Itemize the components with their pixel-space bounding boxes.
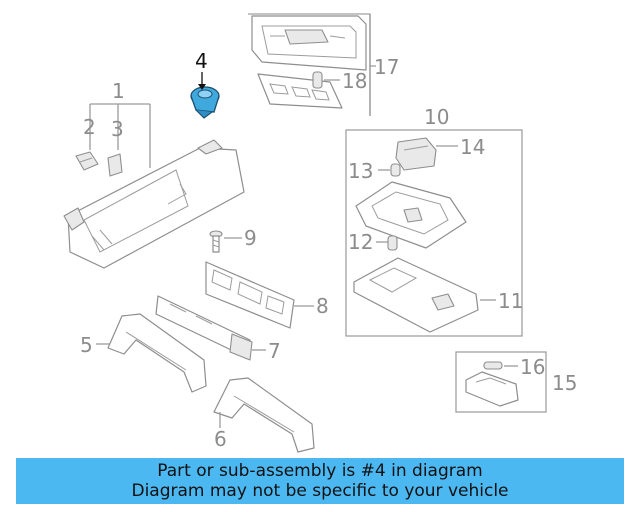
label-3: 3 xyxy=(111,117,124,141)
part-1-sun-visor xyxy=(63,139,245,269)
label-4: 4 xyxy=(195,49,208,73)
assembly-10-box xyxy=(345,129,523,337)
part-11-console-cover xyxy=(353,257,479,333)
part-14-switch xyxy=(395,137,437,171)
part-5-grab-handle xyxy=(107,313,207,393)
part-6-grab-handle xyxy=(213,377,315,453)
label-11: 11 xyxy=(498,289,523,313)
part-3-visor-cover xyxy=(107,153,123,177)
console-frame xyxy=(355,181,467,249)
label-8: 8 xyxy=(316,294,329,318)
part-18-bulb xyxy=(312,71,323,89)
banner-line-2: Diagram may not be specific to your vehi… xyxy=(131,481,509,501)
label-10: 10 xyxy=(424,105,449,129)
label-13: 13 xyxy=(348,159,373,183)
part-12-bulb xyxy=(387,235,398,251)
label-5: 5 xyxy=(80,333,93,357)
part-7-mount-rail xyxy=(155,295,253,361)
label-7: 7 xyxy=(268,339,281,363)
part-2-visor-clip xyxy=(75,151,99,171)
info-banner: Part or sub-assembly is #4 in diagram Di… xyxy=(16,458,624,504)
label-1: 1 xyxy=(112,79,125,103)
label-16: 16 xyxy=(520,355,545,379)
part-8-bracket xyxy=(205,261,295,329)
label-12: 12 xyxy=(348,230,373,254)
part-15-lamp xyxy=(465,371,519,407)
label-14: 14 xyxy=(460,135,485,159)
banner-line-1: Part or sub-assembly is #4 in diagram xyxy=(157,461,483,481)
label-9: 9 xyxy=(244,226,257,250)
label-15: 15 xyxy=(552,371,577,395)
label-2: 2 xyxy=(83,115,96,139)
part-13-bulb xyxy=(390,163,401,177)
part-9-screw xyxy=(209,230,223,253)
part-17-lamp-housing xyxy=(251,15,367,109)
part-4-clip-highlighted xyxy=(190,72,220,119)
part-16-bulb xyxy=(483,361,503,370)
label-17: 17 xyxy=(374,55,399,79)
assembly-15-box xyxy=(455,351,547,413)
label-18: 18 xyxy=(342,69,367,93)
label-6: 6 xyxy=(214,427,227,451)
